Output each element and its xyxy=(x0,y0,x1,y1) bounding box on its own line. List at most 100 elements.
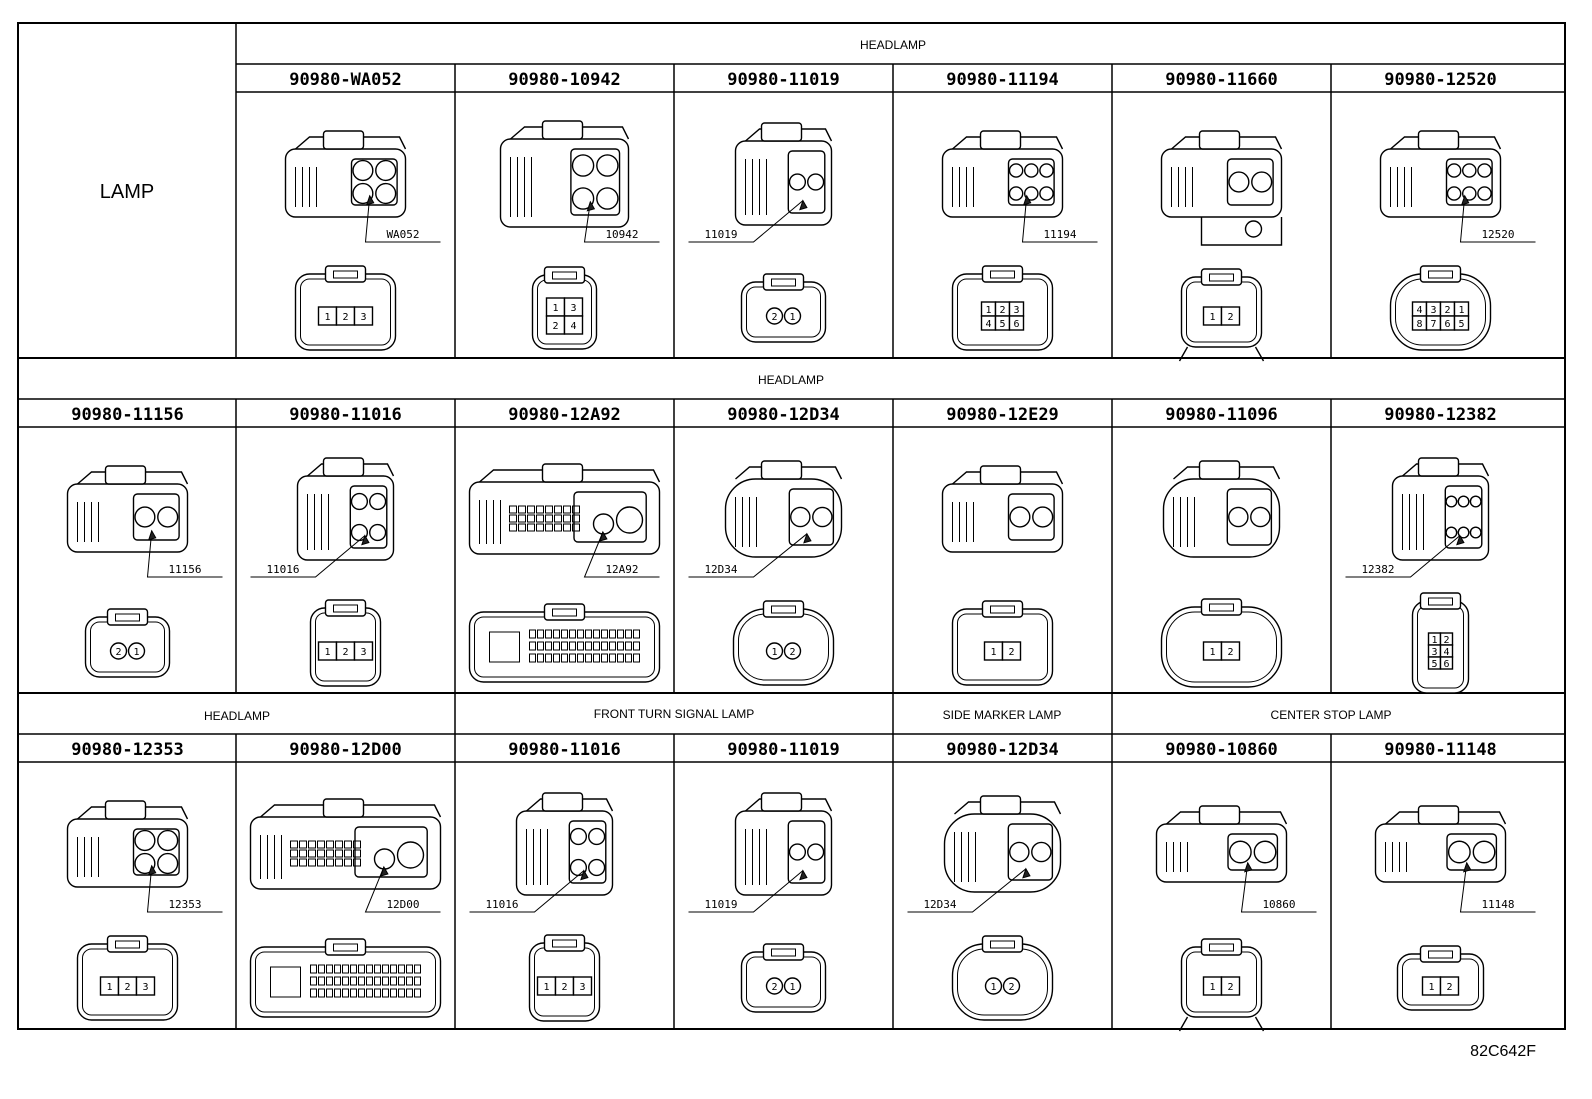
pin-number: 1 xyxy=(1458,305,1464,316)
callout-arrow-icon xyxy=(361,534,370,546)
pin-number: 1 xyxy=(543,982,549,993)
part-number: 90980-WA052 xyxy=(289,70,402,90)
connector-body-drawing xyxy=(941,465,1064,553)
callout-leader xyxy=(1240,862,1317,913)
part-number: 90980-10942 xyxy=(508,70,621,90)
callout-arrow-icon xyxy=(1460,194,1470,206)
callout-label: 12353 xyxy=(168,898,201,911)
pin-2: 2 xyxy=(1220,976,1241,996)
pin-4: 4 xyxy=(1411,301,1428,317)
pin-number: 1 xyxy=(789,312,795,323)
pin-number: 1 xyxy=(133,647,139,658)
pin-number: 6 xyxy=(1013,319,1019,330)
pin-number: 2 xyxy=(1444,305,1450,316)
pin-1: 1 xyxy=(127,642,146,660)
callout-arrow-icon xyxy=(599,530,608,542)
pin-2: 2 xyxy=(335,641,356,661)
pin-1: 1 xyxy=(317,306,338,326)
pin-number: 8 xyxy=(1416,319,1422,330)
pin-number: 4 xyxy=(1443,647,1449,658)
part-number: 90980-12D34 xyxy=(946,740,1059,760)
pin-3: 3 xyxy=(563,297,584,317)
pin-number: 1 xyxy=(1431,635,1437,646)
part-number: 90980-11016 xyxy=(289,405,402,425)
connector-body-drawing xyxy=(66,800,189,888)
section-side-marker-lamp: SIDE MARKER LAMP xyxy=(943,708,1062,722)
connector-body-drawing xyxy=(941,130,1064,218)
callout-arrow-icon xyxy=(803,532,812,544)
pin-1: 1 xyxy=(984,977,1003,995)
pin-number: 1 xyxy=(985,305,991,316)
pin-number: 6 xyxy=(1444,319,1450,330)
pin-number: 1 xyxy=(106,982,112,993)
pin-number: 1 xyxy=(789,982,795,993)
callout-label: 12520 xyxy=(1481,228,1514,241)
pin-number: 7 xyxy=(1430,319,1436,330)
callout-leader xyxy=(1021,195,1098,243)
pin-5: 5 xyxy=(994,315,1011,331)
pin-3: 3 xyxy=(1427,644,1442,658)
pin-number: 4 xyxy=(570,321,576,332)
pin-number: 4 xyxy=(985,319,991,330)
drawing-code: 82C642F xyxy=(1470,1043,1536,1060)
connector-face-view xyxy=(249,938,442,1018)
callout-leader xyxy=(1459,195,1536,243)
pin-number: 1 xyxy=(990,647,996,658)
pin-2: 2 xyxy=(1220,641,1241,661)
pin-number: 3 xyxy=(1430,305,1436,316)
pin-2: 2 xyxy=(783,642,802,660)
callout-arrow-icon xyxy=(1456,534,1465,546)
pin-number: 2 xyxy=(115,647,121,658)
callout-label: 12D34 xyxy=(704,563,737,576)
pin-number: 6 xyxy=(1443,659,1449,670)
pin-3: 3 xyxy=(353,641,374,661)
section-headlamp-bottom: HEADLAMP xyxy=(204,709,270,723)
pin-1: 1 xyxy=(980,301,997,317)
pin-1: 1 xyxy=(545,297,566,317)
table-grid xyxy=(17,22,1566,1030)
part-number: 90980-11148 xyxy=(1384,740,1497,760)
callout-label: WA052 xyxy=(386,228,419,241)
pin-number: 2 xyxy=(561,982,567,993)
pin-6: 6 xyxy=(1008,315,1025,331)
part-number: 90980-11016 xyxy=(508,740,621,760)
section-headlamp-top: HEADLAMP xyxy=(860,38,926,52)
section-headlamp-middle: HEADLAMP xyxy=(758,373,824,387)
pin-2: 2 xyxy=(545,315,566,335)
callout-leader xyxy=(146,530,223,578)
pin-3: 3 xyxy=(572,976,593,996)
callout-leader xyxy=(146,865,223,913)
connector-body-drawing xyxy=(1391,457,1490,561)
callout-label: 11016 xyxy=(485,898,518,911)
pin-number: 3 xyxy=(1013,305,1019,316)
connector-body-drawing xyxy=(499,120,630,228)
callout-label: 12D00 xyxy=(386,898,419,911)
pin-2: 2 xyxy=(765,307,784,325)
pin-number: 1 xyxy=(990,982,996,993)
callout-leader xyxy=(688,200,804,243)
callout-arrow-icon xyxy=(580,869,589,881)
pin-1: 1 xyxy=(317,641,338,661)
pin-number: 1 xyxy=(1209,647,1215,658)
connector-body-drawing xyxy=(1160,130,1283,246)
callout-leader xyxy=(688,533,808,578)
pin-6: 6 xyxy=(1439,656,1454,670)
pin-2: 2 xyxy=(335,306,356,326)
pin-2: 2 xyxy=(1439,976,1460,996)
connector-body-drawing xyxy=(1155,805,1288,883)
pin-number: 1 xyxy=(1428,982,1434,993)
pin-3: 3 xyxy=(135,976,156,996)
